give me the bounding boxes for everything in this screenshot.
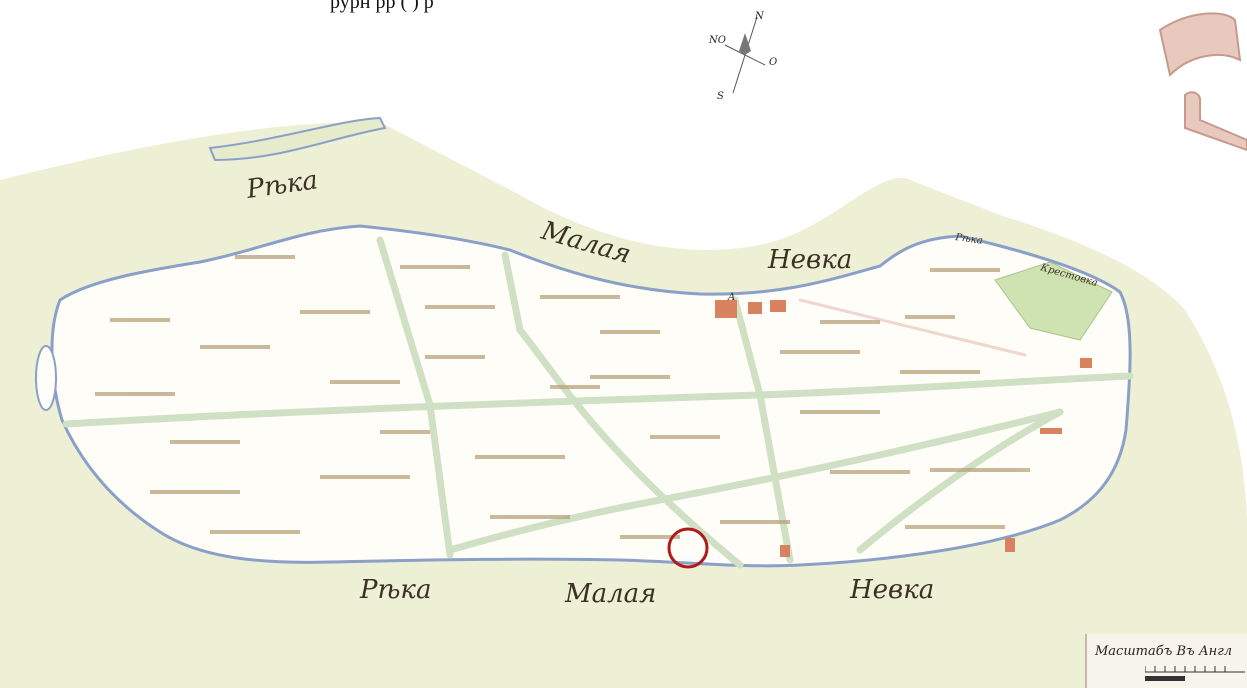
settlement-row [930, 268, 1000, 272]
highlight-marker[interactable] [667, 527, 709, 569]
label-letter-a: A [727, 292, 735, 303]
settlement-row [330, 380, 400, 384]
river-upper-bank [208, 116, 387, 162]
settlement-row [320, 475, 410, 479]
compass-label-o: O [769, 57, 777, 68]
header-strip: рурн рр ( ) р [0, 0, 1247, 26]
road-main-avenue [62, 372, 1134, 428]
cartouche-scroll [1158, 12, 1247, 152]
settlement-row [720, 520, 790, 524]
red-buildings [715, 300, 1092, 557]
cartouche-scroll-lower [1184, 91, 1247, 152]
settlement-row [400, 265, 470, 269]
settlement-row [590, 375, 670, 379]
road-line-2 [501, 251, 744, 569]
label-reka-bottom: Рѣка [359, 575, 431, 605]
road-diag-3 [798, 298, 1027, 357]
settlement-row [650, 435, 720, 439]
compass-label-no: NO [708, 35, 726, 46]
settlement-row [95, 392, 175, 396]
settlement-row [425, 305, 495, 309]
compass-needle [739, 33, 751, 55]
road-diag-2 [856, 408, 1064, 554]
field [994, 261, 1113, 341]
label-malaya-bottom: Малая [564, 579, 656, 609]
settlement-row [300, 310, 370, 314]
label-reka-top-right: Рѣка [954, 232, 984, 247]
settlement-row [210, 530, 300, 534]
settlement-row [800, 410, 880, 414]
settlement-row [820, 320, 880, 324]
building [1040, 428, 1062, 434]
settlement-row [930, 468, 1030, 472]
header-caption: рурн рр ( ) р [330, 0, 434, 13]
settlement-row [900, 370, 980, 374]
compass-label-n: N [754, 11, 765, 22]
settlement-row [540, 295, 620, 299]
settlements [95, 255, 1030, 539]
building [780, 545, 790, 557]
label-nevka-bottom: Невка [849, 575, 934, 605]
settlement-row [170, 440, 240, 444]
compass-rose: N NO O S [708, 11, 777, 102]
settlement-row [425, 355, 485, 359]
building [770, 300, 786, 312]
settlement-row [490, 515, 570, 519]
scale-bar [1145, 666, 1245, 681]
islet-left [35, 345, 57, 411]
roads [62, 236, 1134, 569]
scale-cartouche: Масштабъ Въ Англ [1085, 634, 1247, 688]
building [1080, 358, 1092, 368]
settlement-row [620, 535, 680, 539]
road-line-1 [376, 236, 454, 559]
scale-bar-block [1145, 676, 1185, 681]
compass-label-s: S [717, 91, 724, 102]
settlement-row [150, 490, 240, 494]
settlement-row [110, 318, 170, 322]
settlement-row [905, 525, 1005, 529]
settlement-row [475, 455, 565, 459]
building [715, 300, 737, 318]
road-diag-1 [446, 408, 1064, 554]
scale-title: Масштабъ Въ Англ [1095, 644, 1233, 659]
settlement-row [550, 385, 600, 389]
building [1005, 538, 1015, 552]
road-line-3 [731, 296, 794, 564]
settlement-row [600, 330, 660, 334]
settlement-row [235, 255, 295, 259]
settlement-row [780, 350, 860, 354]
settlement-row [200, 345, 270, 349]
building [748, 302, 762, 314]
settlement-row [380, 430, 430, 434]
label-nevka-top: Невка [767, 245, 852, 275]
settlement-row [830, 470, 910, 474]
cartouche-scroll-upper [1158, 12, 1242, 77]
settlement-row [905, 315, 955, 319]
